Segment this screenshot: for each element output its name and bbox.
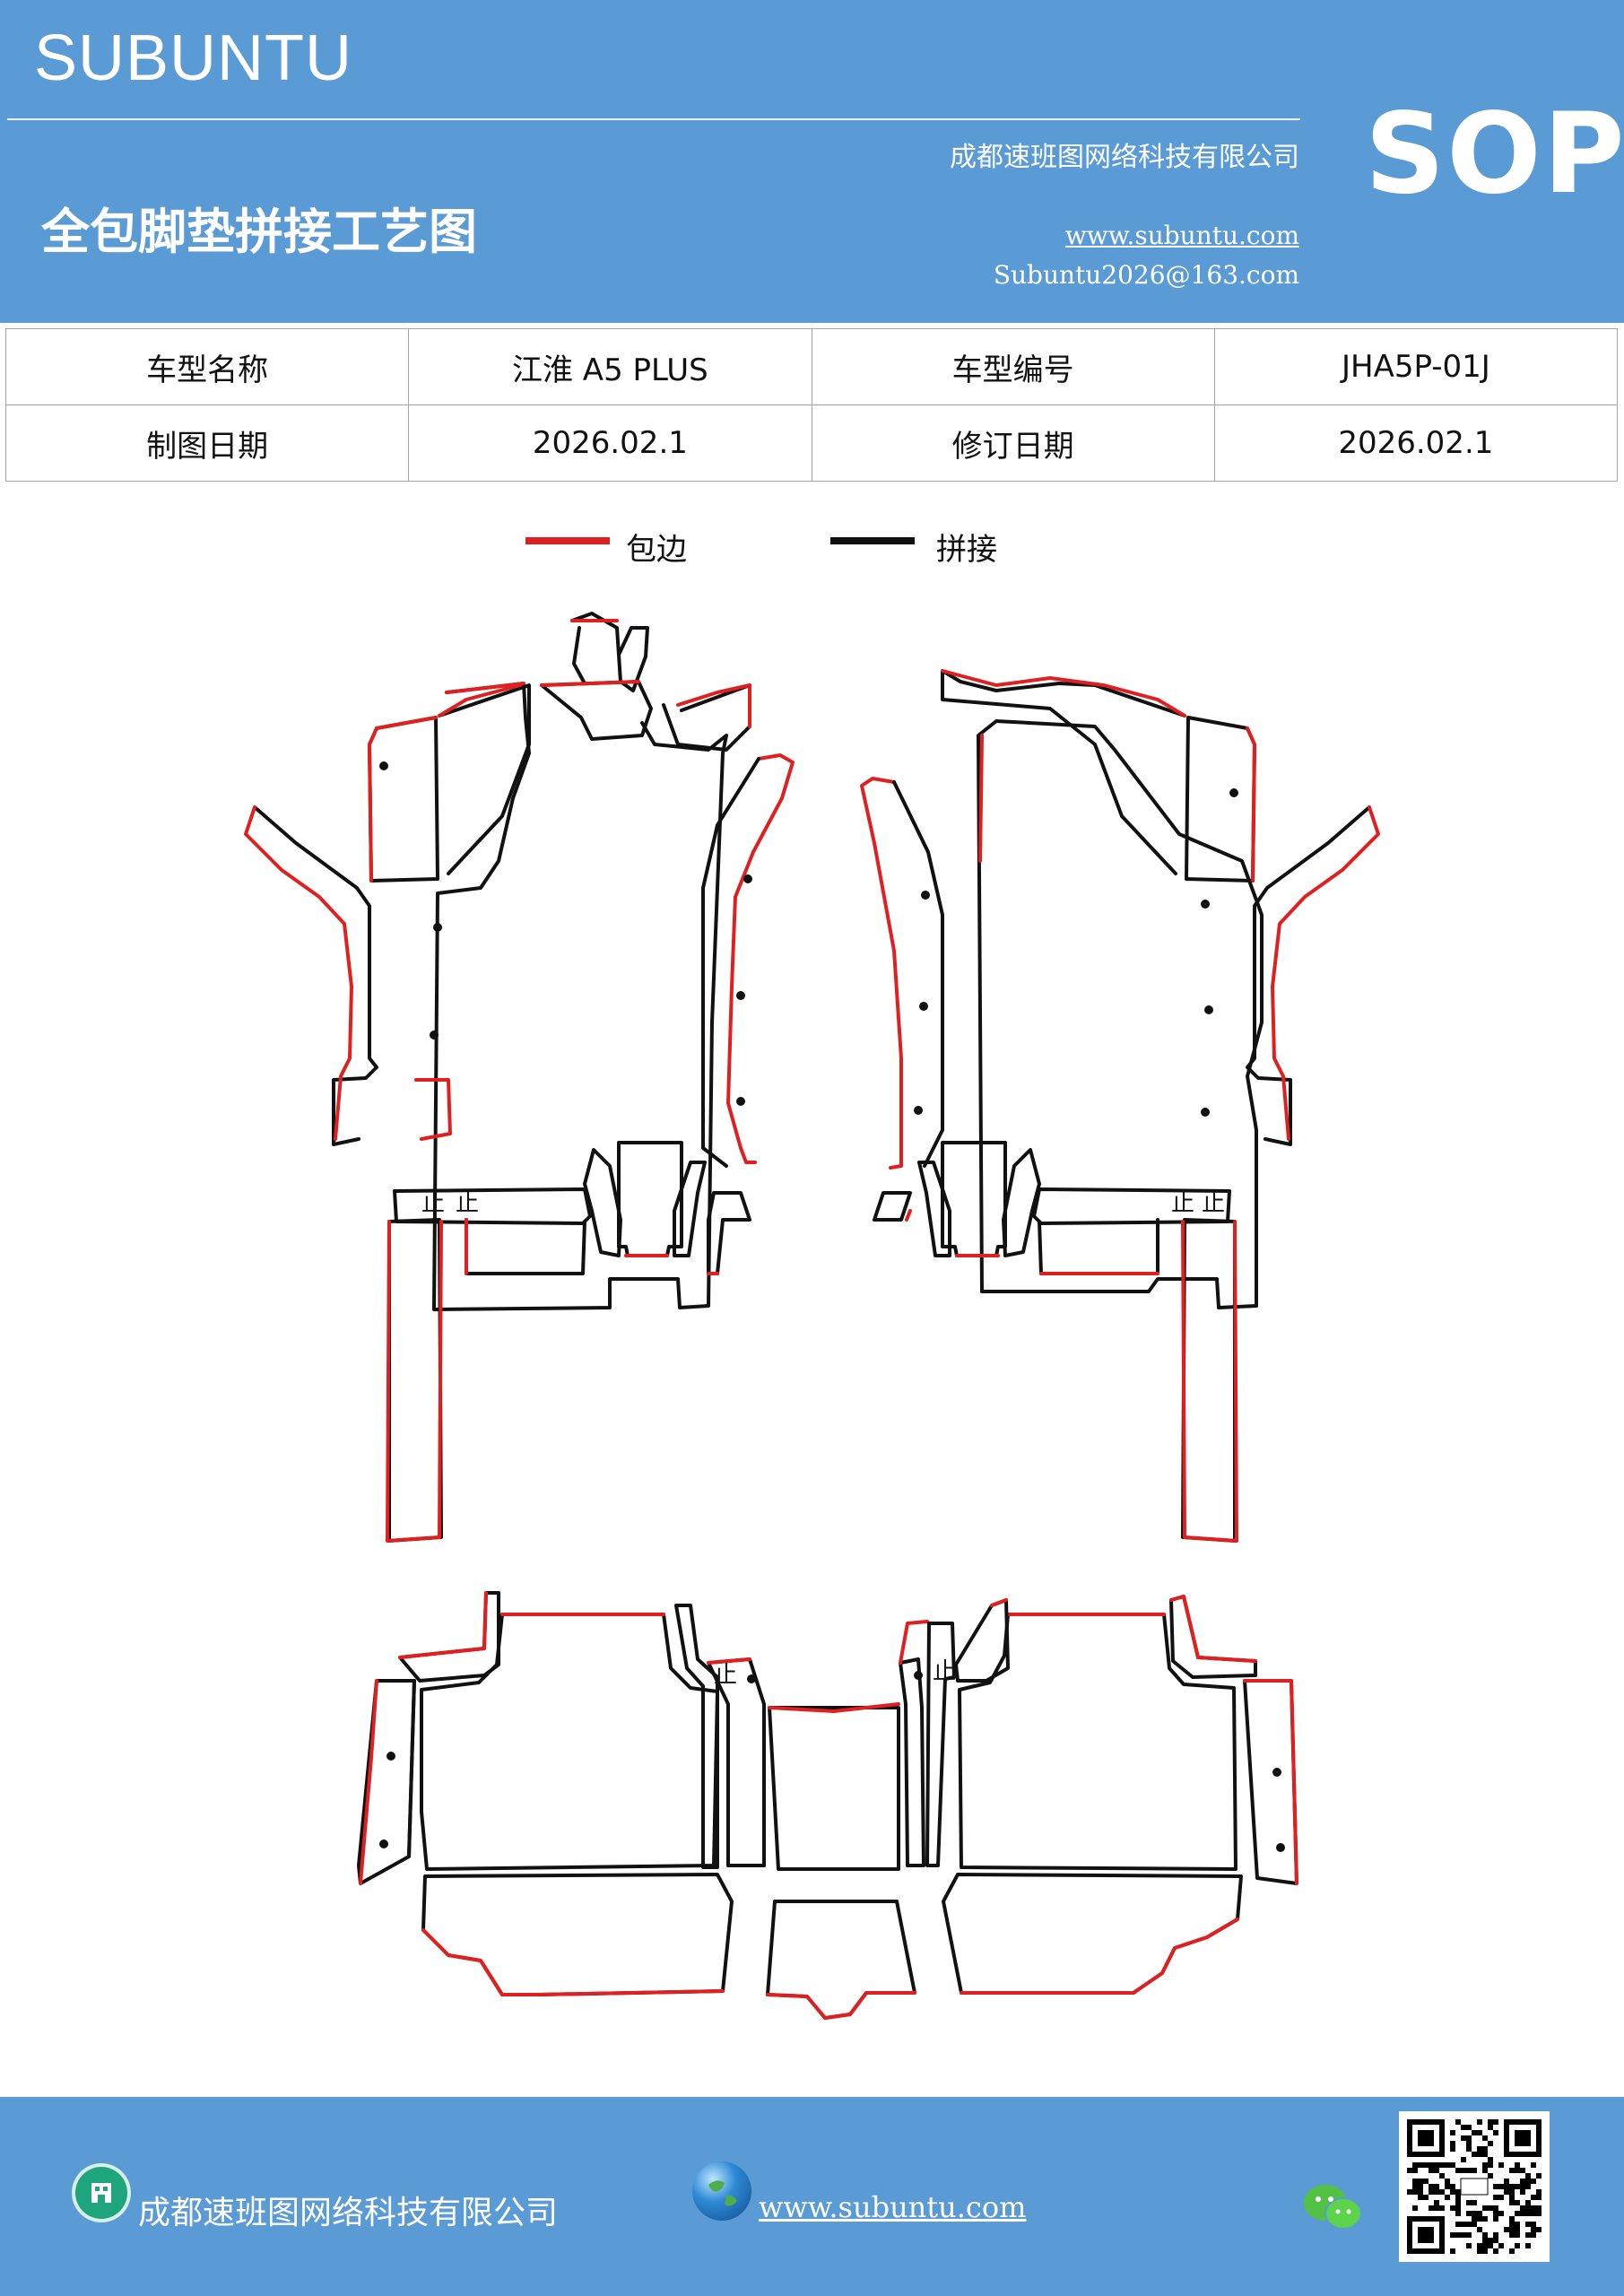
mat-piece-outline: [1032, 1187, 1231, 1225]
sop-label: SOP: [1365, 90, 1624, 219]
mat-piece-outline: [917, 1161, 951, 1257]
legend: 包边 拼接: [0, 525, 1624, 578]
mat-piece-mark: 止: [1171, 1190, 1194, 1217]
mat-piece-outline: [673, 1161, 707, 1257]
footer: 成都速班图网络科技有限公司 www.subuntu.com: [0, 2097, 1624, 2296]
fastener-dot: [736, 991, 745, 1000]
mat-piece-outline: [1246, 805, 1371, 1146]
fastener-dot: [747, 1674, 756, 1683]
mat-piece-outline: [942, 1873, 1243, 1995]
mat-piece-outline: [1169, 1595, 1257, 1679]
mat-piece-mark: 止: [933, 1658, 956, 1685]
table-row: 制图日期 2026.02.1 修订日期 2026.02.1: [4, 404, 1619, 482]
mat-piece-outline: [1243, 1679, 1298, 1885]
table-cell: 修订日期: [811, 404, 1215, 482]
page-title: 全包脚垫拼接工艺图: [41, 203, 477, 260]
footer-company-name: 成都速班图网络科技有限公司: [138, 2195, 559, 2231]
legend-label-edge: 包边: [626, 532, 687, 568]
building-icon: [72, 2163, 131, 2222]
front-left-mat-group: 止 止: [244, 612, 795, 1543]
fastener-dot: [379, 761, 388, 770]
table-cell: 制图日期: [4, 404, 410, 482]
rear-mat-group: 止 止: [357, 1591, 1298, 2020]
website-link[interactable]: www.subuntu.com: [1064, 221, 1299, 250]
mat-piece-outline: [1002, 1148, 1041, 1257]
mat-piece-outline: [860, 777, 903, 1170]
qr-code: [1399, 2111, 1550, 2262]
mat-piece-outline: [617, 1141, 683, 1257]
mat-piece-outline: [1181, 1218, 1237, 1543]
vehicle-info-table: 车型名称 江淮 A5 PLUS 车型编号 JHA5P-01J 制图日期 2026…: [4, 328, 1619, 482]
header: SUBUNTU 成都速班图网络科技有限公司 全包脚垫拼接工艺图 www.subu…: [0, 0, 1624, 323]
table-row: 车型名称 江淮 A5 PLUS 车型编号 JHA5P-01J: [4, 328, 1619, 405]
fastener-dot: [743, 874, 752, 883]
fastener-dot: [1272, 1768, 1281, 1777]
mat-piece-outline: [570, 612, 649, 692]
mat-piece-outline: [253, 805, 378, 1146]
mat-piece-outline: [357, 1679, 416, 1885]
table-cell: 2026.02.1: [408, 404, 812, 482]
mat-piece-outline: [977, 719, 1264, 1309]
footer-website-link[interactable]: www.subuntu.com: [759, 2190, 1027, 2224]
mat-piece-outline: [583, 1148, 622, 1257]
legend-swatch-edge: [525, 537, 610, 544]
floor-mat-diagram: 止 止 止 止: [244, 612, 1380, 2020]
mat-piece-outline: [954, 1598, 1010, 1683]
mat-piece-outline: [707, 1191, 751, 1275]
mat-piece-outline: [368, 716, 439, 883]
legend-swatch-seam: [830, 537, 915, 544]
legend-label-seam: 拼接: [936, 532, 997, 568]
mat-piece-outline: [414, 1078, 452, 1141]
mat-piece-outline: [438, 683, 531, 875]
fastener-dot: [1204, 1005, 1213, 1014]
mat-piece-outline: [432, 682, 728, 1311]
mat-piece-outline: [421, 1873, 734, 1996]
globe-icon: [692, 2161, 751, 2221]
fastener-dot: [919, 1002, 928, 1011]
fastener-dot: [914, 1106, 923, 1115]
table-cell: 2026.02.1: [1213, 404, 1619, 482]
table-cell: JHA5P-01J: [1213, 328, 1619, 405]
fastener-dots: [379, 1671, 1285, 1852]
fastener-dot: [1229, 788, 1238, 797]
table-cell: 车型名称: [4, 328, 410, 405]
fastener-dot: [736, 1097, 745, 1106]
wechat-icon[interactable]: [1302, 2181, 1365, 2235]
mat-piece-outline: [1185, 716, 1256, 883]
mat-piece-mark: 止: [456, 1190, 479, 1217]
brand-logo-text: SUBUNTU: [34, 22, 353, 94]
email-address: Subuntu2026@163.com: [993, 260, 1299, 290]
fastener-dot: [379, 1839, 388, 1848]
fastener-dot: [921, 891, 930, 900]
fastener-dot: [1276, 1843, 1285, 1852]
mat-piece-outline: [465, 1218, 586, 1275]
mat-piece-outline: [873, 1191, 912, 1222]
mat-piece-mark: 止: [1202, 1190, 1225, 1217]
fastener-dots: [379, 761, 1238, 1117]
fastener-dot: [430, 1031, 439, 1039]
header-divider: [7, 118, 1300, 120]
company-name: 成都速班图网络科技有限公司: [950, 142, 1299, 173]
mat-piece-outline: [420, 1613, 719, 1871]
table-cell: 车型编号: [811, 328, 1215, 405]
table-cell: 江淮 A5 PLUS: [408, 328, 812, 405]
mat-piece-outline: [766, 1900, 916, 2020]
mat-piece-mark: 止: [421, 1190, 445, 1217]
fastener-dot: [433, 923, 442, 932]
mat-piece-outline: [393, 1187, 592, 1225]
mat-piece-outline: [1038, 1218, 1159, 1275]
mat-piece-outline: [726, 753, 795, 1164]
mat-piece-outline: [899, 1657, 925, 1867]
mat-piece-outline: [925, 1622, 956, 1867]
mat-piece-outline: [941, 1141, 1007, 1257]
fastener-dot: [914, 1671, 923, 1680]
fastener-dot: [386, 1752, 395, 1761]
mat-piece-mark: 止: [714, 1662, 737, 1689]
fastener-dot: [1201, 1108, 1210, 1117]
mat-piece-outline: [958, 1613, 1238, 1871]
mat-piece-outline: [768, 1706, 900, 1871]
front-right-mat-group: [860, 669, 1380, 1543]
fastener-dot: [1201, 900, 1210, 909]
mat-piece-outline: [674, 1604, 719, 1869]
